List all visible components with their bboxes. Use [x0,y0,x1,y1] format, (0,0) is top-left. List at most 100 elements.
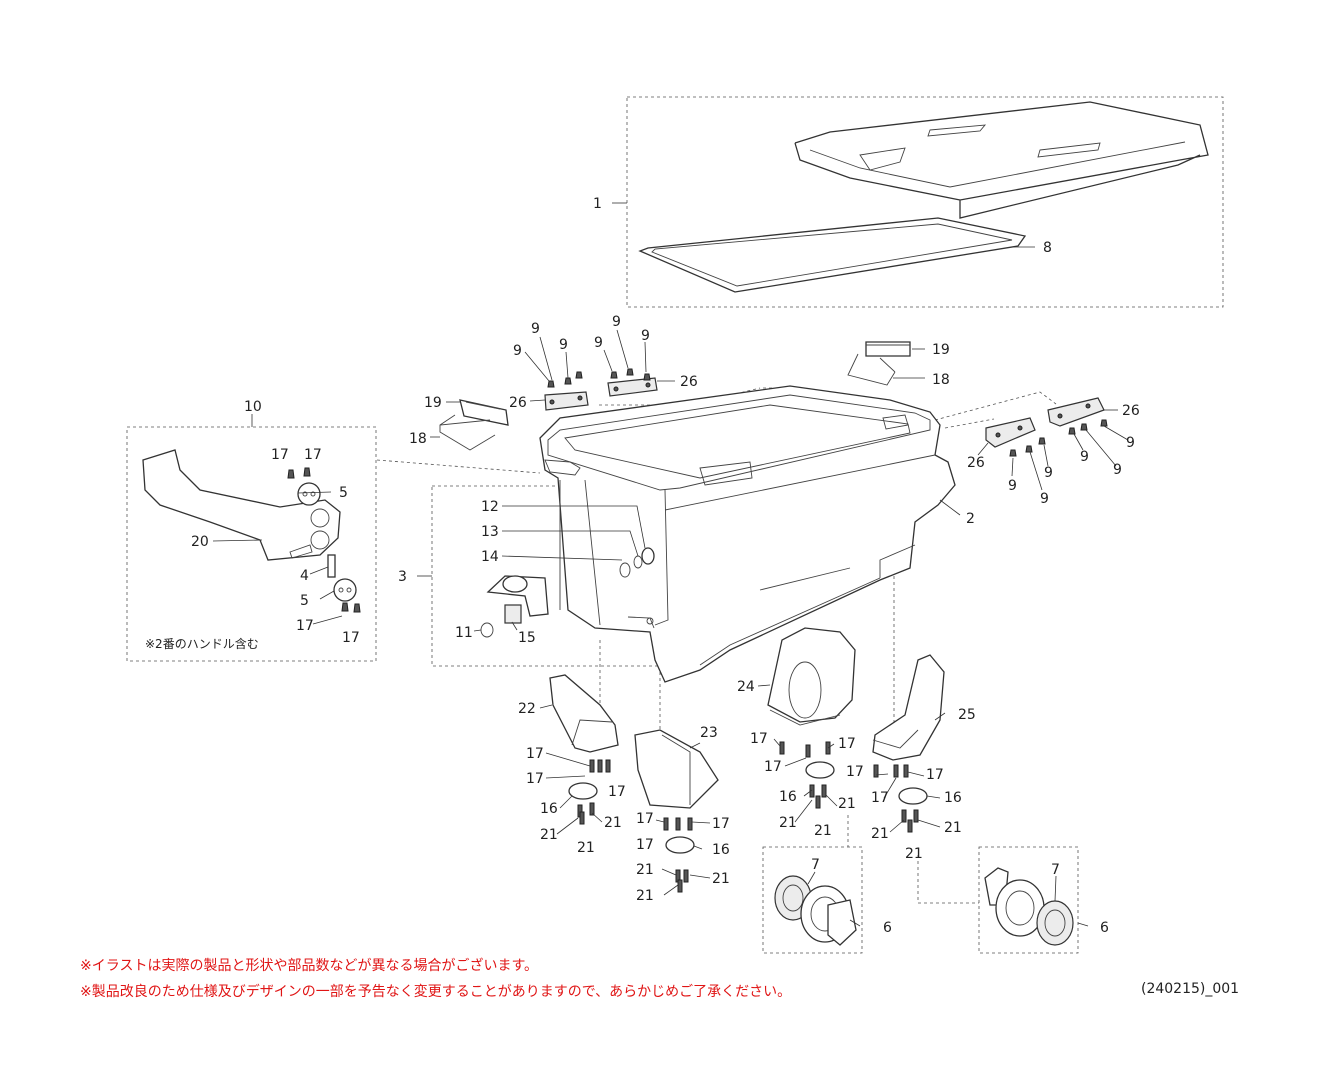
label-21-h: 21 [814,823,832,839]
leader-lines [212,202,1129,927]
hinge-left-1 [544,391,589,411]
label-8: 8 [1043,240,1052,256]
label-21-l: 21 [838,796,856,812]
label-11: 11 [455,625,473,641]
label-17-g: 17 [608,784,626,800]
label-21-j: 21 [944,820,962,836]
label-17-d: 17 [342,630,360,646]
document-code: (240215)_001 [1141,981,1240,997]
label-26-b: 26 [680,374,698,390]
label-9-e: 9 [641,328,650,344]
label-21-e: 21 [712,871,730,887]
label-13: 13 [481,524,499,540]
side-handle [142,449,341,561]
label-21-d: 21 [636,862,654,878]
label-14: 14 [481,549,499,565]
handle-caps [287,467,361,613]
label-6-b: 6 [1100,920,1109,936]
label-16-c: 16 [779,789,797,805]
label-20: 20 [191,534,209,550]
gasket [638,217,1027,293]
handle-wire-right [847,341,911,386]
label-17-i: 17 [712,816,730,832]
label-21-f: 21 [636,888,654,904]
leg-cover-23 [634,729,719,809]
label-19-right: 19 [932,342,950,358]
label-7-b: 7 [1051,862,1060,878]
label-9-c: 9 [513,343,522,359]
label-21-i: 21 [871,826,889,842]
label-4: 4 [300,568,309,584]
handle-includes-note: ※2番のハンドル含む [145,636,259,651]
handle-assembly-box [126,426,377,662]
part-labels: 1 8 2 3 10 19 18 19 18 26 26 26 26 9 9 9… [145,196,1140,936]
label-9-j: 9 [1080,449,1089,465]
label-9-b: 9 [559,337,568,353]
cooler-body [539,385,956,683]
label-16-b: 16 [712,842,730,858]
label-17-p: 17 [871,790,889,806]
label-17-m: 17 [764,759,782,775]
label-6-a: 6 [883,920,892,936]
lid [794,101,1209,219]
label-16-d: 16 [944,790,962,806]
label-9-l: 9 [1126,435,1135,451]
label-17-h: 17 [636,811,654,827]
label-17-j: 17 [636,837,654,853]
label-17-a: 17 [271,447,289,463]
label-9-g: 9 [1008,478,1017,494]
wheel-assembly-right [984,867,1074,946]
label-21-b: 21 [604,815,622,831]
handle-wire-left [439,399,509,451]
label-26-a: 26 [509,395,527,411]
label-9-a: 9 [531,321,540,337]
label-5-a: 5 [339,485,348,501]
leg-cover-25 [872,654,945,761]
label-17-k: 17 [750,731,768,747]
label-17-o: 17 [926,767,944,783]
hinge-right-1 [985,417,1036,448]
label-17-l: 17 [838,736,856,752]
label-1: 1 [593,196,602,212]
label-19-left: 19 [424,395,442,411]
hinge-right-2 [1047,397,1105,427]
label-26-c: 26 [1122,403,1140,419]
disclaimer-illustration: ※イラストは実際の製品と形状や部品数などが異なる場合がございます。 [80,958,539,974]
drain-parts [480,547,655,638]
label-15: 15 [518,630,536,646]
label-22: 22 [518,701,536,717]
wheel-assembly-left [774,875,857,946]
label-23: 23 [700,725,718,741]
label-18-right: 18 [932,372,950,388]
label-10: 10 [244,399,262,415]
wheel-assembly-box-right [978,846,1079,954]
label-9-k: 9 [1113,462,1122,478]
label-3: 3 [398,569,407,585]
label-16-a: 16 [540,801,558,817]
label-9-d: 9 [612,314,621,330]
label-18-left: 18 [409,431,427,447]
label-5-b: 5 [300,593,309,609]
label-24: 24 [737,679,755,695]
caster-mount-plates [568,761,928,854]
wheel-assembly-box-left [762,846,863,954]
label-21-k: 21 [905,846,923,862]
label-17-e: 17 [526,746,544,762]
label-21-a: 21 [540,827,558,843]
label-17-c: 17 [296,618,314,634]
label-26-d: 26 [967,455,985,471]
label-17-n: 17 [846,764,864,780]
hinge-screws [547,368,1108,457]
mount-screws [577,741,919,893]
label-17-f: 17 [526,771,544,787]
leg-cover-24 [767,627,856,726]
lid-assembly-box [626,96,1224,308]
label-9-h: 9 [1040,491,1049,507]
label-7-a: 7 [811,857,820,873]
label-17-b: 17 [304,447,322,463]
leg-cover-22 [549,674,619,753]
label-21-g: 21 [779,815,797,831]
label-9-i: 9 [1044,465,1053,481]
